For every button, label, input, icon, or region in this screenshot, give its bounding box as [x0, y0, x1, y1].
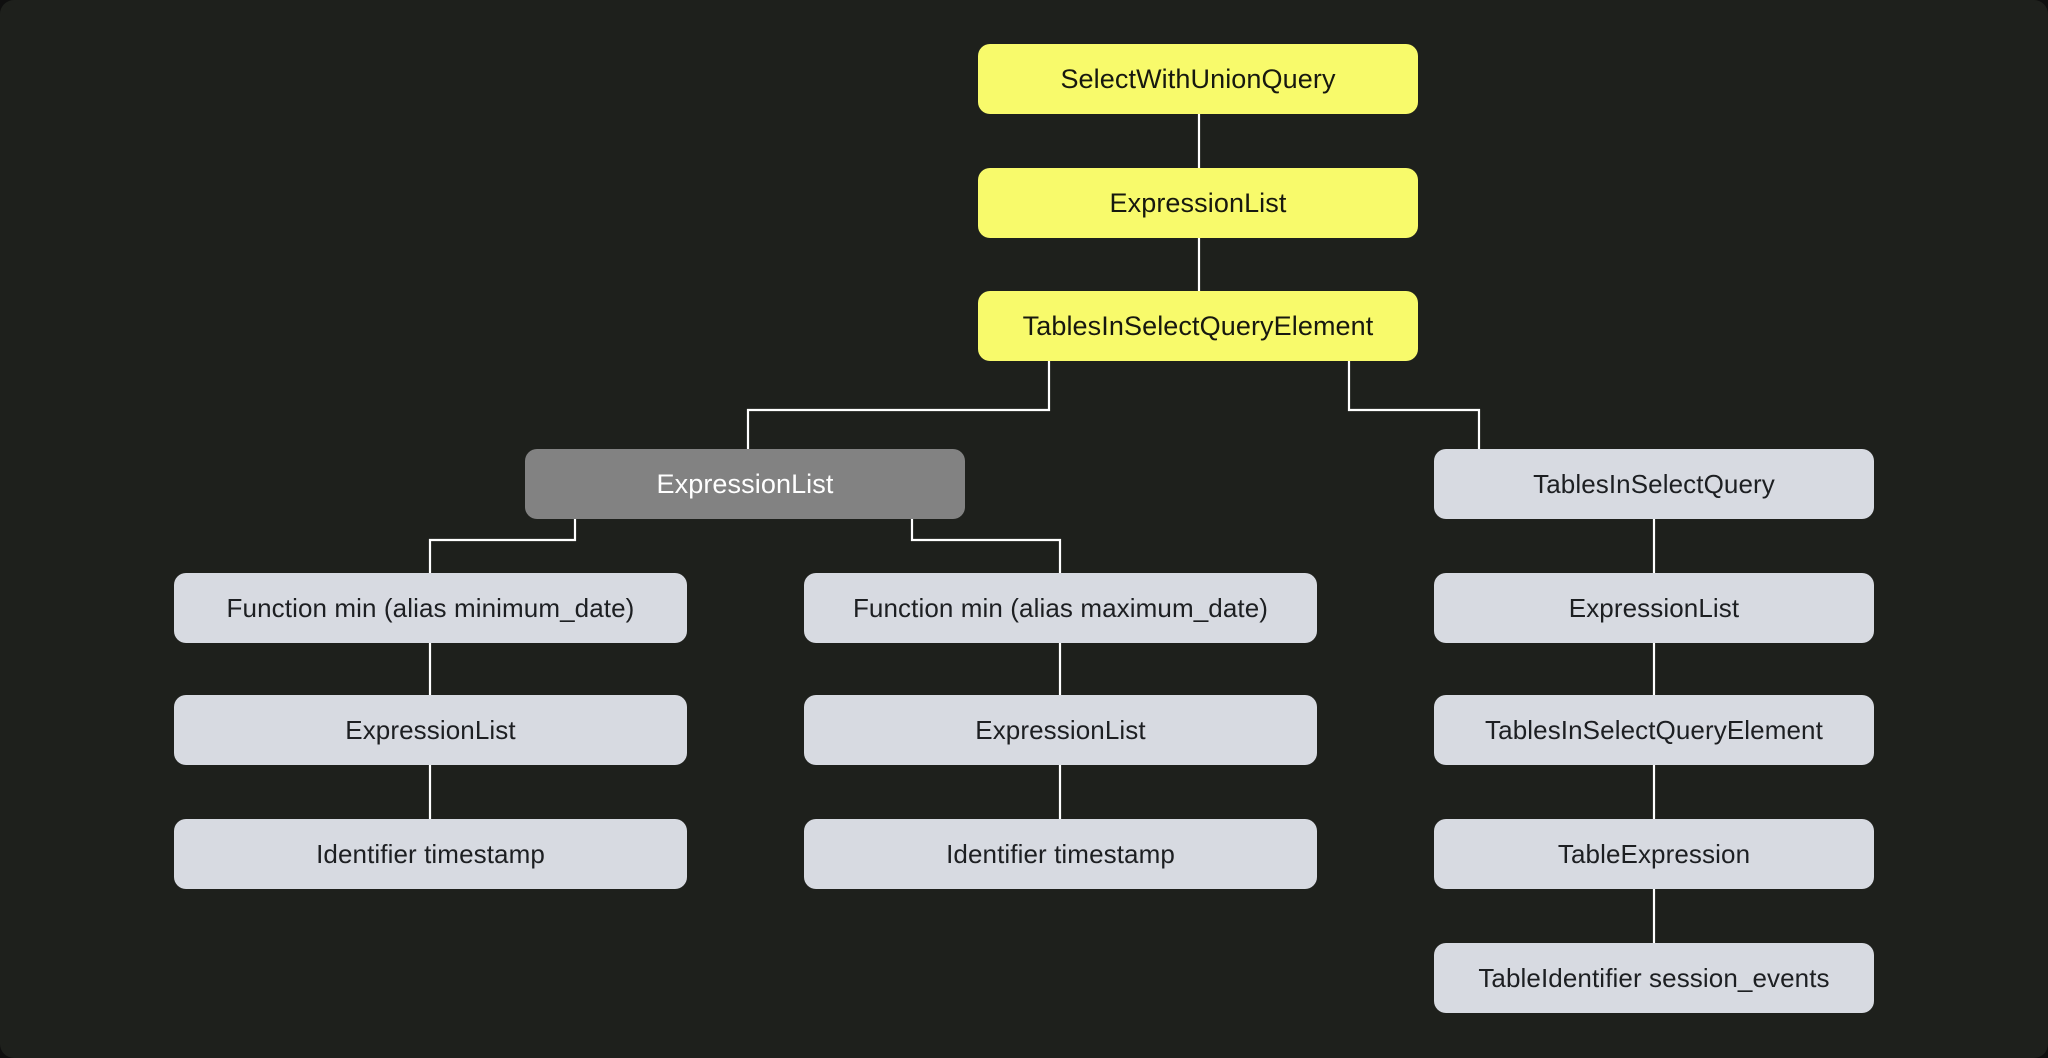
tree-node[interactable]: TablesInSelectQueryElement	[978, 291, 1418, 361]
tree-node-label: TablesInSelectQuery	[1533, 469, 1775, 499]
tree-node[interactable]: ExpressionList	[525, 449, 965, 519]
tree-node-label: ExpressionList	[1568, 593, 1740, 623]
tree-edge	[1347, 361, 1481, 449]
tree-node-label: TablesInSelectQueryElement	[1485, 715, 1823, 745]
tree-node[interactable]: Function min (alias minimum_date)	[174, 573, 687, 643]
tree-node[interactable]: TablesInSelectQuery	[1434, 449, 1874, 519]
tree-node-label: TableIdentifier session_events	[1478, 963, 1830, 993]
tree-node[interactable]: TablesInSelectQueryElement	[1434, 695, 1874, 765]
tree-node-label: TableExpression	[1557, 839, 1751, 869]
tree-node-label: ExpressionList	[656, 468, 834, 499]
tree-node[interactable]: Identifier timestamp	[174, 819, 687, 889]
tree-node-label: SelectWithUnionQuery	[1060, 63, 1336, 94]
tree-node-label: TablesInSelectQueryElement	[1022, 310, 1374, 341]
tree-edge	[910, 519, 1062, 573]
tree-node-label: Function min (alias minimum_date)	[226, 593, 635, 623]
tree-edge	[428, 519, 577, 573]
tree-node[interactable]: Identifier timestamp	[804, 819, 1317, 889]
tree-node[interactable]: ExpressionList	[1434, 573, 1874, 643]
tree-node[interactable]: ExpressionList	[804, 695, 1317, 765]
tree-edge	[746, 361, 1051, 449]
tree-node[interactable]: TableIdentifier session_events	[1434, 943, 1874, 1013]
tree-node-label: ExpressionList	[975, 715, 1146, 745]
tree-node-label: ExpressionList	[345, 715, 516, 745]
tree-node-label: Identifier timestamp	[946, 839, 1175, 869]
tree-node[interactable]: SelectWithUnionQuery	[978, 44, 1418, 114]
tree-node[interactable]: Function min (alias maximum_date)	[804, 573, 1317, 643]
tree-node[interactable]: ExpressionList	[978, 168, 1418, 238]
tree-node-label: Function min (alias maximum_date)	[852, 593, 1269, 623]
tree-node[interactable]: TableExpression	[1434, 819, 1874, 889]
tree-node-label: Identifier timestamp	[316, 839, 545, 869]
tree-node-label: ExpressionList	[1109, 187, 1287, 218]
tree-node[interactable]: ExpressionList	[174, 695, 687, 765]
